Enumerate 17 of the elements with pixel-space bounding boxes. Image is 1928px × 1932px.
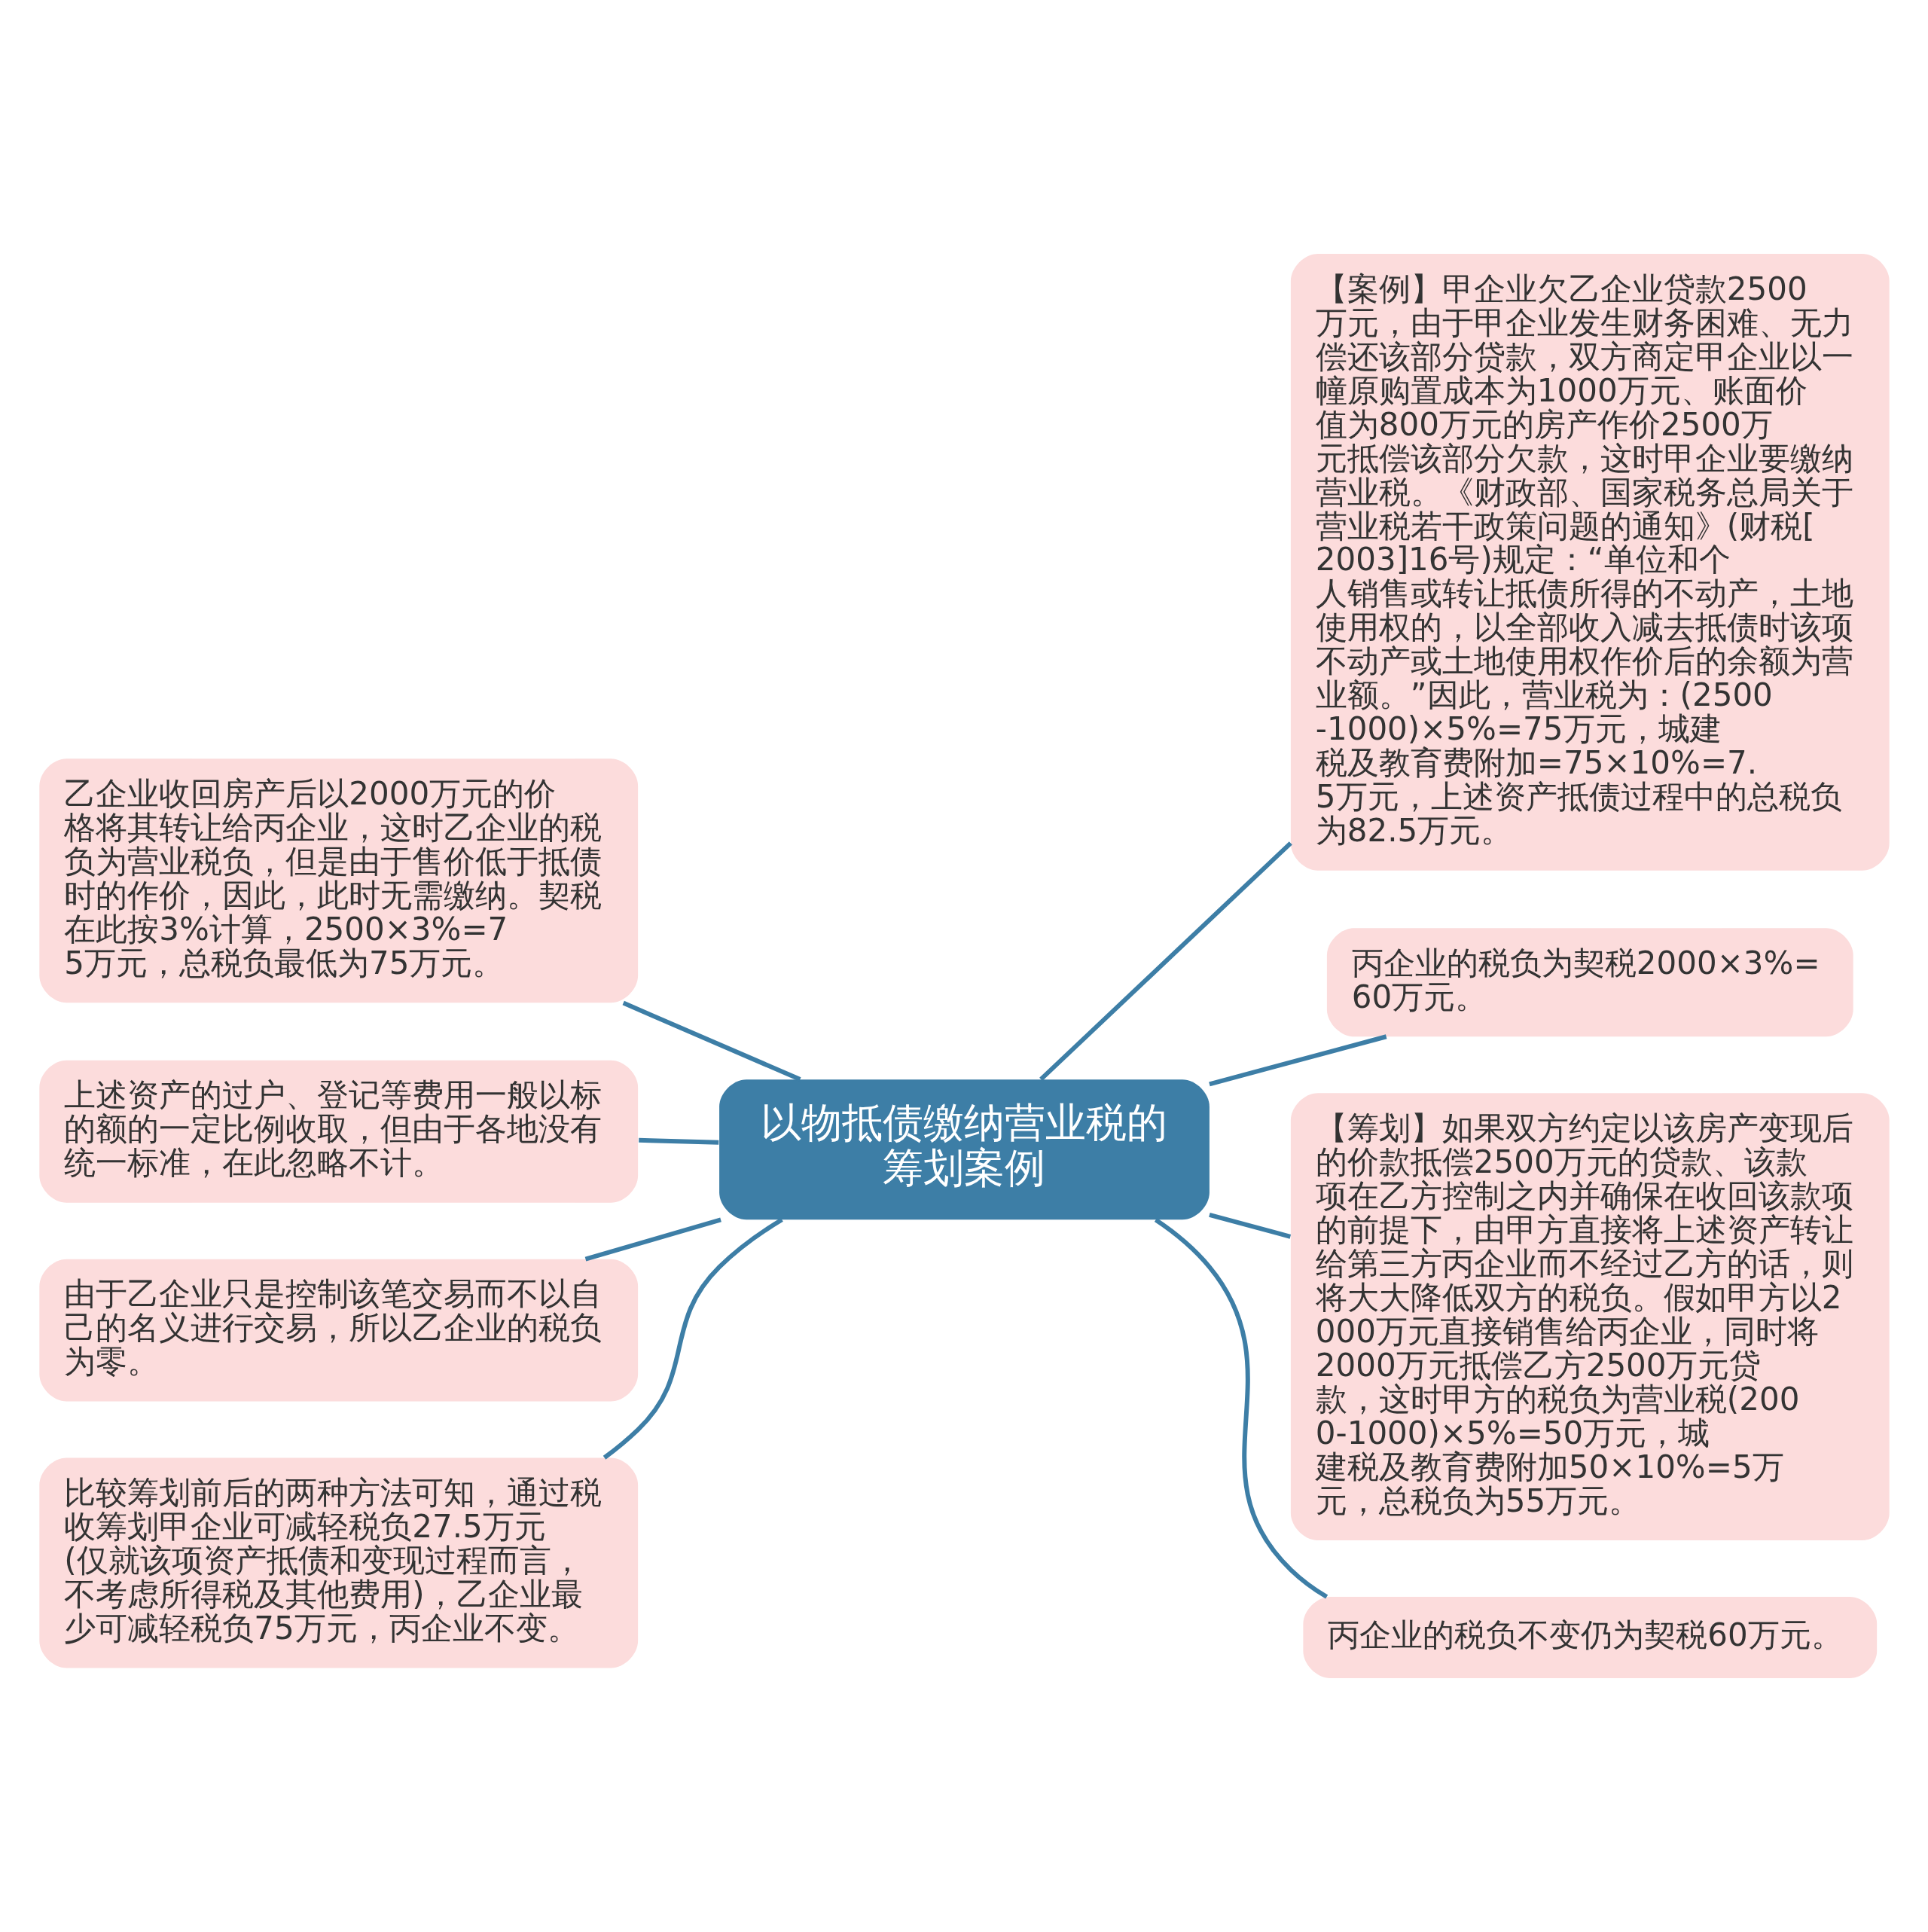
connector xyxy=(1208,1034,1387,1087)
connector xyxy=(1154,1218,1328,1599)
connector xyxy=(622,1000,801,1082)
node-box: 乙企业收回房产后以2000万元的价格将其转让给丙企业，这时乙企业的税负为营业税负，但是由于售价低于抵债时的作价，因此，此时无需缴纳。契税在此按3%计算，2500×3%=75万元，总税负最低为75万元。 xyxy=(38,758,638,1003)
connector xyxy=(602,1217,783,1460)
node-box: 丙企业的税负为契税2000×3%=60万元。 xyxy=(1326,928,1853,1037)
connector xyxy=(638,1137,718,1145)
node-box: 上述资产的过户、登记等费用一般以标的额的一定比例收取，但由于各地没有统一标准，在此忽略不计。 xyxy=(38,1060,638,1203)
connector xyxy=(584,1217,721,1262)
node-box: 比较筹划前后的两种方法可知，通过税收筹划甲企业可减轻税负27.5万元(仅就该项资产抵债和变现过程而言，不考虑所得税及其他费用)，乙企业最少可减轻税负75万元，丙企业不变。 xyxy=(38,1457,638,1668)
node-box: 以物抵债缴纳营业税的筹划案例 xyxy=(718,1079,1210,1220)
connector xyxy=(1039,841,1292,1082)
node-box: 丙企业的税负不变仍为契税60万元。 xyxy=(1302,1597,1877,1678)
node-box: 【案例】甲企业欠乙企业贷款2500万元，由于甲企业发生财务困难、无力偿还该部分贷款，双方商定甲企业以一幢原购置成本为1000万元、账面价值为800万元的房产作价2500万元抵偿该部分欠款，这时甲企业要缴纳营业税。《财政部、国家税务总局关于营业税若干政策问题的通知》(财税[2003]16号)规定：“单位和个人销售或转让抵债所得的不动产，土地使用权的，以全部收入减去抵债时该项不动产或土地使用权作价后的余额为营业额。”因此，营业税为：(2500-1000)×5%=75万元，城建税及教育费附加=75×10%=7.5万元，上述资产抵债过程中的总税负为82.5万元。 xyxy=(1290,254,1890,871)
node-box: 由于乙企业只是控制该笔交易而不以自己的名义进行交易，所以乙企业的税负为零。 xyxy=(38,1259,638,1402)
connector xyxy=(1208,1213,1291,1239)
node-box: 【筹划】如果双方约定以该房产变现后的价款抵偿2500万元的贷款、该款项在乙方控制之内并确保在收回该款项的前提下，由甲方直接将上述资产转让给第三方丙企业而不经过乙方的话，则将大大降低双方的税负。假如甲方以2000万元直接销售给丙企业，同时将2000万元抵偿乙方2500万元贷款，这时甲方的税负为营业税(2000-1000)×5%=50万元，城建税及教育费附加50×10%=5万元，总税负为55万元。 xyxy=(1290,1093,1890,1541)
